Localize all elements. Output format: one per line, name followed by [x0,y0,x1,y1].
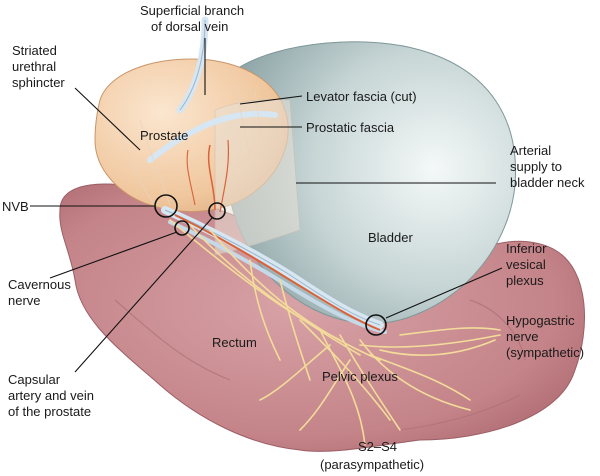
label-pelvic-plexus: Pelvic plexus [322,369,398,384]
label-nvb: NVB [2,199,29,214]
label-cavernous-2: nerve [8,293,41,308]
label-superficial-branch-2: of dorsal vein [151,19,228,34]
label-capsular-3: of the prostate [8,404,91,419]
dorsal-vein-outline [179,19,206,111]
label-arterial-2: supply to [510,159,562,174]
inferior-vesical-circle-marker [365,314,387,336]
label-hypogastric-3: (sympathetic) [506,345,584,360]
prostatic-fascia-sheet [214,98,301,256]
leader-striated [74,87,141,151]
vein-bundle [147,110,278,163]
capsular-circle-marker [208,202,226,220]
leader-levator [239,95,303,105]
label-inferior-vesical-3: plexus [506,273,544,288]
capsular-artery [174,214,381,331]
label-capsular-2: artery and vein [8,388,94,403]
label-levator-fascia: Levator fascia (cut) [306,89,417,104]
label-s2s4: S2–S4 [358,439,397,454]
arterial-branch [186,149,196,206]
label-arterial-3: bladder neck [510,175,585,190]
leader-capsular [74,217,213,373]
label-arterial: Arterial [510,143,551,158]
rectum-fold [469,299,526,361]
label-prostatic-fascia: Prostatic fascia [306,120,395,135]
label-striated: Striated [12,43,57,58]
label-hypogastric-2: nerve [506,329,539,344]
nerve-fibers [169,219,501,446]
label-cavernous: Cavernous [8,277,71,292]
label-prostate: Prostate [140,128,188,143]
label-inferior-vesical: Inferior [506,241,547,256]
label-hypogastric: Hypogastric [506,313,575,328]
label-rectum: Rectum [212,335,257,350]
label-superficial-branch: Superficial branch [140,3,244,18]
label-parasympathetic: (parasympathetic) [320,457,424,472]
label-inferior-vesical-2: vesical [506,257,546,272]
leader-inferior-vesical [385,267,503,319]
cavernous-circle-marker [174,220,190,236]
fine-strands [119,84,267,206]
label-bladder: Bladder [368,230,413,245]
rectum-fold [114,299,231,381]
nvb-vein-lower [168,220,387,334]
rectum-fold [399,394,521,431]
leader-cavernous [49,231,178,279]
label-striated-2: urethral [12,59,56,74]
label-striated-3: sphincter [12,75,65,90]
nvb-vein-outline [164,209,381,326]
label-capsular: Capsular [8,372,61,387]
